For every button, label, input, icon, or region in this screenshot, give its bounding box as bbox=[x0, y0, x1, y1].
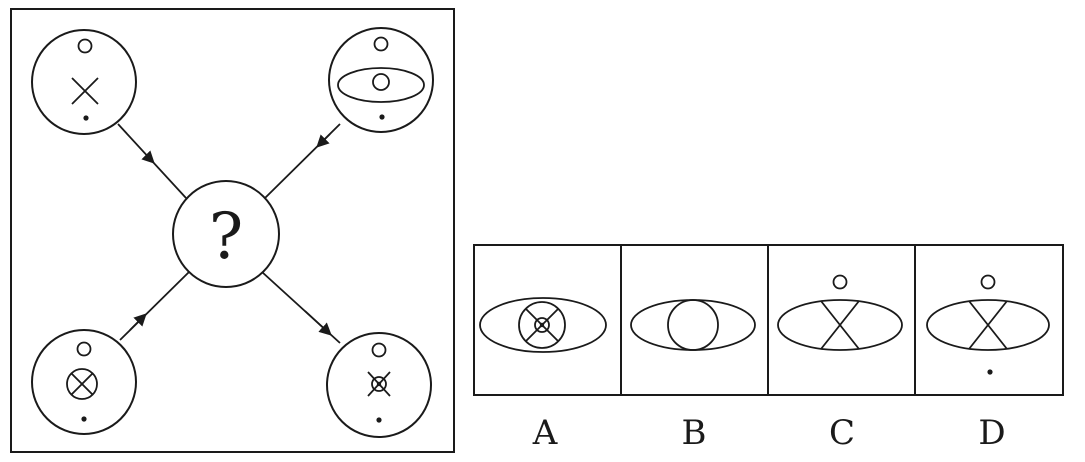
dot-icon bbox=[376, 417, 382, 423]
dot-icon bbox=[379, 114, 385, 120]
circled-cross-icon bbox=[66, 368, 98, 400]
dot-icon bbox=[81, 416, 87, 422]
connector-arrows bbox=[117, 123, 341, 344]
small-circle-icon bbox=[77, 38, 93, 54]
dot-icon bbox=[987, 369, 993, 375]
small-circle-icon bbox=[832, 274, 848, 290]
small-circle-icon bbox=[373, 36, 389, 52]
option-label-c: C bbox=[829, 413, 855, 453]
ellipse-icon bbox=[777, 299, 903, 351]
bullseye-icon bbox=[534, 317, 550, 333]
small-circle-icon bbox=[980, 274, 996, 290]
question-panel: ? bbox=[10, 8, 455, 453]
circled-cross-icon bbox=[518, 301, 566, 349]
small-circle-icon bbox=[76, 341, 92, 357]
option-d[interactable] bbox=[926, 274, 1050, 375]
option-c[interactable] bbox=[777, 274, 903, 351]
circle-bottom-right bbox=[326, 332, 432, 438]
inner-circle-icon bbox=[372, 73, 390, 91]
ellipse-icon bbox=[926, 299, 1050, 351]
circle-top-left bbox=[31, 29, 137, 135]
bullseye-icon bbox=[371, 376, 387, 392]
option-label-a: A bbox=[532, 413, 558, 453]
question-mark: ? bbox=[209, 200, 243, 274]
ellipse-icon bbox=[630, 299, 756, 351]
ellipse-icon bbox=[337, 67, 425, 103]
option-label-d: D bbox=[978, 413, 1005, 453]
ellipse-icon bbox=[479, 297, 607, 353]
arrowhead-bottom-right bbox=[304, 310, 332, 336]
dot-icon bbox=[83, 115, 89, 121]
inner-circle-icon bbox=[667, 299, 719, 351]
arrowhead-top-right bbox=[316, 133, 331, 148]
arrowhead-top-left bbox=[141, 150, 155, 164]
arrowhead-bottom-left bbox=[129, 313, 147, 331]
options-panel: A B C D bbox=[473, 244, 1064, 453]
circle-center: ? bbox=[172, 180, 280, 288]
option-a[interactable] bbox=[479, 297, 607, 353]
option-b[interactable] bbox=[630, 299, 756, 351]
circle-top-right bbox=[328, 27, 434, 133]
circle-bottom-left bbox=[31, 329, 137, 435]
option-label-b: B bbox=[682, 413, 707, 453]
small-circle-icon bbox=[371, 342, 387, 358]
question-frame bbox=[10, 8, 455, 453]
